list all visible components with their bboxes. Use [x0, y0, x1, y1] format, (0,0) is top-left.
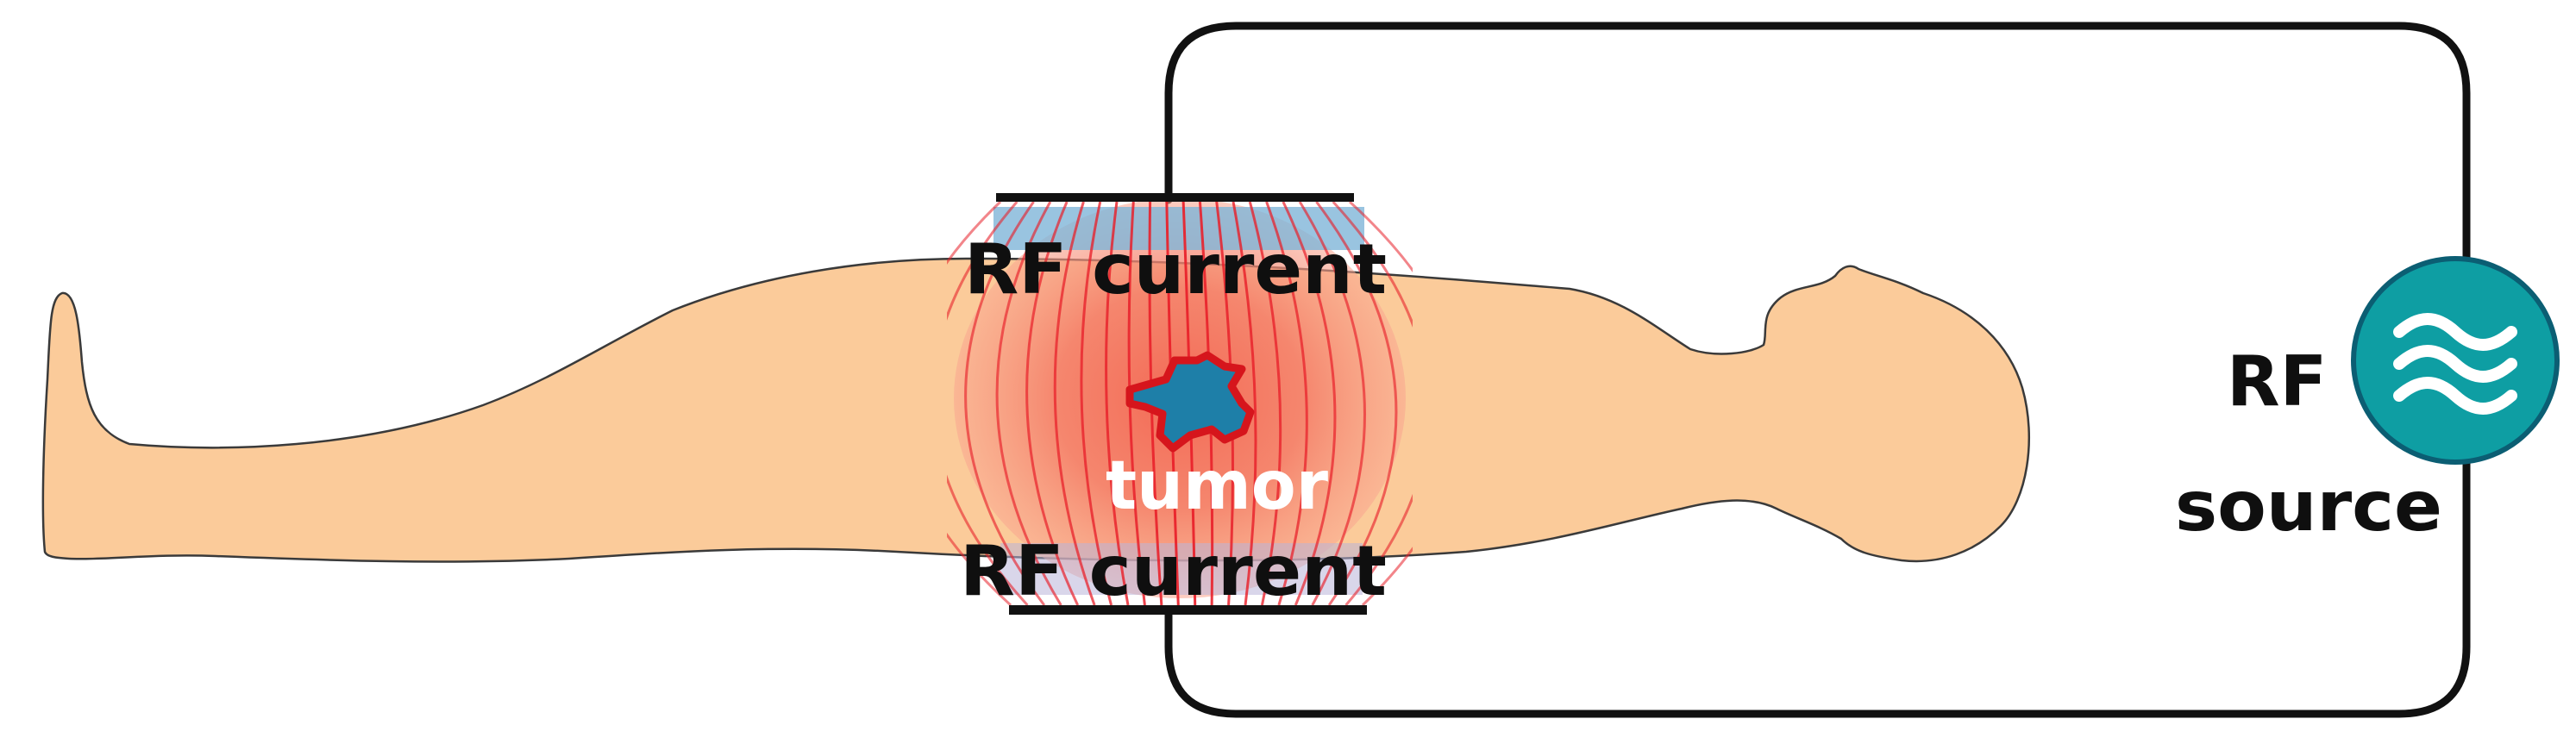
field-line: [947, 201, 1029, 607]
field-line: [1232, 201, 1257, 606]
rf-current-top-label: RF current: [964, 229, 1387, 309]
field-line: [1265, 201, 1308, 606]
field-line: [1080, 201, 1113, 606]
field-line: [1315, 201, 1398, 606]
source-label: source: [2175, 466, 2442, 547]
rf-current-bottom-label: RF current: [960, 531, 1387, 611]
wave-icon: [2393, 313, 2517, 415]
electrode-bottom: [1009, 605, 1367, 615]
field-line: [1332, 200, 1413, 606]
field-line: [964, 201, 1046, 606]
field-line: [947, 200, 1012, 607]
field-line: [1298, 201, 1366, 606]
circuit-wire: [1164, 22, 2471, 718]
tumor-label: tumor: [1106, 447, 1329, 525]
tumor-shape: [1125, 351, 1255, 453]
field-line: [995, 201, 1062, 606]
field-line: [1053, 201, 1096, 606]
rf-label: RF: [2227, 341, 2327, 422]
field-line: [1348, 200, 1413, 607]
field-line: [1248, 201, 1282, 606]
field-line: [1105, 201, 1130, 606]
electrode-top: [996, 193, 1354, 202]
field-line: [1025, 201, 1080, 606]
field-line: [1282, 201, 1337, 606]
